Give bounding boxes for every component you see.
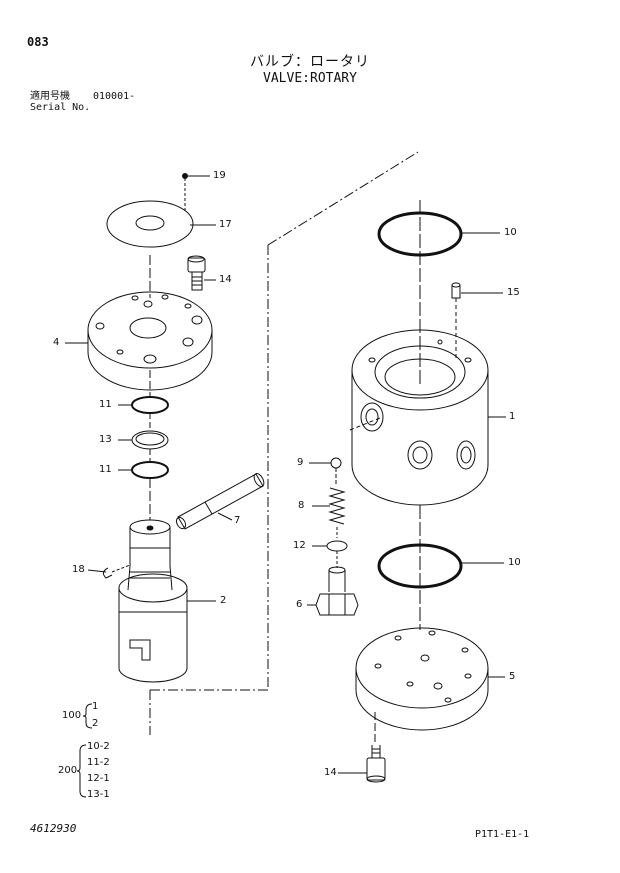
callout-14-lower: 14 (324, 767, 337, 778)
leader-lines (65, 175, 506, 774)
serial-label-japanese: 適用号機 (30, 91, 70, 102)
callout-11-lower: 11 (99, 464, 112, 475)
part-12-oring (326, 540, 348, 552)
kit-100-number: 100 (62, 710, 82, 721)
title-japanese: バルブ：ロータリ (250, 54, 370, 70)
kit-100-brace (82, 703, 93, 729)
part-1-body (351, 329, 489, 506)
callout-5: 5 (509, 671, 516, 682)
serial-label-english: Serial No. (30, 102, 91, 113)
callout-10-upper: 10 (504, 227, 517, 238)
callout-6: 6 (296, 599, 303, 610)
callout-4: 4 (53, 337, 60, 348)
kit-100-item: 1 (92, 701, 99, 712)
part-7-rod (175, 473, 265, 530)
part-19-pin (182, 173, 188, 212)
page-number: 083 (27, 35, 49, 49)
part-14-bolt-lower (366, 745, 386, 783)
callout-9: 9 (297, 457, 304, 468)
kit-100-item: 2 (92, 718, 99, 729)
callout-12: 12 (293, 540, 306, 551)
callout-13: 13 (99, 434, 112, 445)
part-11-oring-upper (131, 396, 169, 414)
part-10-oring-lower (377, 543, 463, 589)
kit-200-brace (76, 744, 87, 798)
part-4-cover (87, 291, 213, 391)
title-english: VALVE:ROTARY (263, 71, 357, 86)
part-9-ball (330, 457, 342, 469)
document-number: 4612930 (30, 822, 77, 835)
callout-8: 8 (298, 500, 305, 511)
part-15-pin (451, 282, 461, 360)
part-10-oring-upper (377, 211, 463, 257)
callout-17: 17 (219, 219, 232, 230)
part-6-plug (315, 566, 359, 616)
part-5-cover (355, 627, 489, 731)
kit-200-item: 12-1 (87, 773, 110, 784)
callout-18: 18 (72, 564, 85, 575)
callout-2: 2 (220, 595, 227, 606)
callout-10-lower: 10 (508, 557, 521, 568)
callout-19: 19 (213, 170, 226, 181)
figure-code: P1T1-E1-1 (475, 829, 530, 840)
callout-1: 1 (509, 411, 516, 422)
part-14-bolt-upper (187, 255, 206, 291)
part-11-oring-lower (131, 461, 169, 479)
kit-200-item: 11-2 (87, 757, 110, 768)
kit-200-item: 13-1 (87, 789, 110, 800)
assembly-boundary-lines (149, 151, 419, 735)
callout-7: 7 (234, 515, 241, 526)
serial-value: 010001- (93, 91, 136, 102)
kit-200-number: 200 (58, 765, 78, 776)
part-2-rotor (118, 519, 188, 683)
part-17-plate (106, 200, 194, 248)
callout-14-upper: 14 (219, 274, 232, 285)
kit-200-item: 10-2 (87, 741, 110, 752)
part-8-spring (328, 487, 346, 525)
part-18-clip (102, 564, 131, 579)
callout-15: 15 (507, 287, 520, 298)
callout-11-upper: 11 (99, 399, 112, 410)
part-13-backup-ring (131, 430, 169, 450)
